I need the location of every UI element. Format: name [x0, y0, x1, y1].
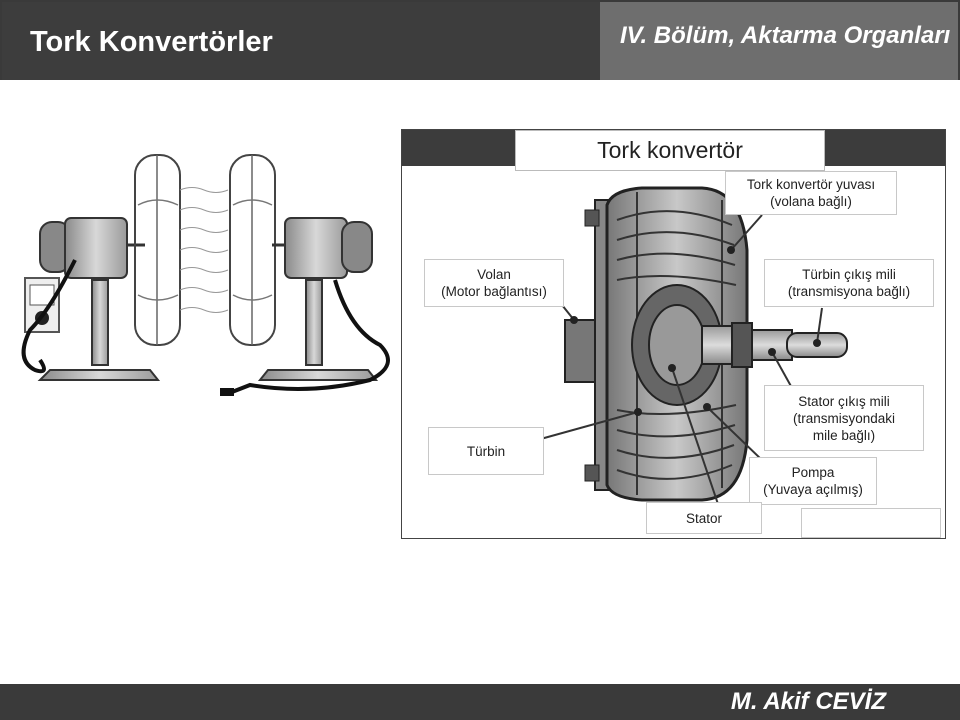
left-fan-icon: [21, 154, 181, 381]
header-bar: Tork Konvertörler IV. Bölüm, Aktarma Org…: [0, 0, 960, 80]
header-right-panel: [600, 2, 958, 80]
chapter-subtitle: IV. Bölüm, Aktarma Organları: [620, 22, 951, 49]
right-fan-icon: [220, 154, 390, 396]
label-turbine-text: Türbin: [466, 443, 506, 459]
label-turbine-shaft-line1: Türbin çıkış mili: [802, 267, 896, 282]
label-housing-line2: (volana bağlı): [770, 194, 852, 209]
label-housing-line1: Tork konvertör yuvası: [746, 177, 876, 192]
page-title: Tork Konvertörler: [30, 26, 273, 58]
label-flywheel: Volan (Motor bağlantısı): [424, 259, 564, 307]
label-stator-shaft-line1: Stator çıkış mili: [798, 393, 890, 409]
label-turbine-shaft-line2: (transmisyona bağlı): [787, 284, 911, 299]
torque-converter-icon: [536, 186, 848, 511]
label-flywheel-line2: (Motor bağlantısı): [441, 284, 547, 299]
diagram-title: Tork konvertör: [515, 130, 825, 171]
empty-label-box: [801, 508, 941, 538]
label-pump-line2: (Yuvaya açılmış): [763, 482, 863, 497]
author-name: M. Akif CEVİZ: [730, 688, 886, 715]
label-stator-text: Stator: [685, 510, 723, 526]
label-turbine: Türbin: [428, 427, 544, 475]
footer-bar: M. Akif CEVİZ: [0, 684, 960, 720]
label-housing: Tork konvertör yuvası (volana bağlı): [725, 171, 897, 215]
label-pump: Pompa (Yuvaya açılmış): [749, 457, 877, 505]
label-stator-shaft-line2: (transmisyondaki: [792, 410, 896, 426]
torque-converter-diagram: Tork konvertör Tork konvertör yuvası (vo…: [401, 129, 946, 539]
label-pump-line1: Pompa: [791, 465, 835, 480]
label-stator: Stator: [646, 502, 762, 534]
label-stator-shaft: Stator çıkış mili (transmisyondaki mile …: [764, 385, 924, 451]
label-turbine-shaft: Türbin çıkış mili (transmisyona bağlı): [764, 259, 934, 307]
label-flywheel-line1: Volan: [477, 267, 511, 282]
wall-outlet-icon: [24, 277, 60, 333]
header-left-panel: [2, 2, 600, 80]
two-fans-illustration: [21, 154, 390, 396]
label-stator-shaft-line3: mile bağlı): [812, 427, 876, 443]
air-flow-lines: [179, 187, 229, 313]
